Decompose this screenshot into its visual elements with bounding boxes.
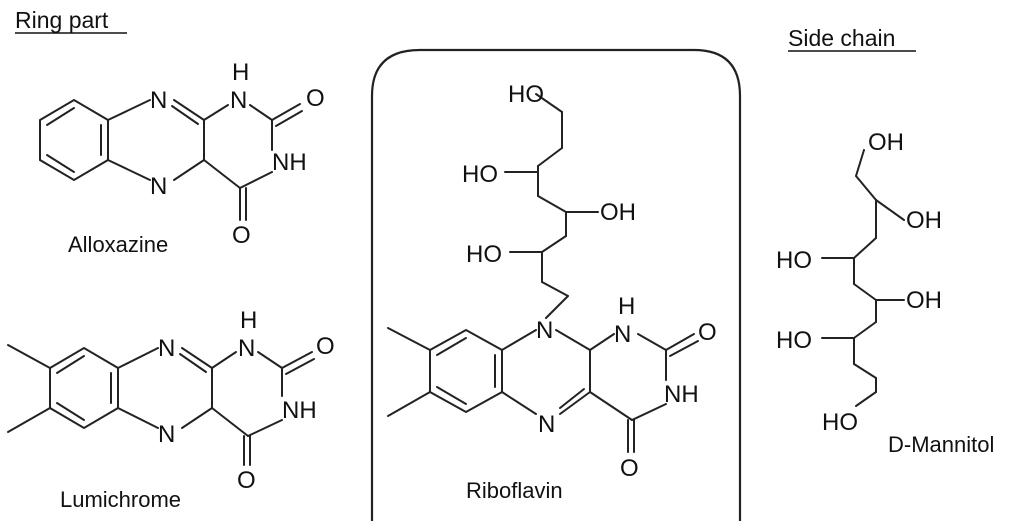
lumichrome-h: H — [240, 307, 257, 334]
riboflavin-ho-top: HO — [508, 81, 544, 108]
riboflavin-ho-2: HO — [462, 161, 498, 188]
riboflavin-n5: N — [538, 411, 555, 438]
alloxazine-o1: O — [306, 85, 325, 112]
lumichrome-o1: O — [316, 333, 335, 360]
side-chain-heading: Side chain — [788, 25, 895, 51]
lumichrome-o2: O — [237, 467, 256, 494]
mannitol-ho-2: HO — [776, 327, 812, 354]
mannitol-structure: OH OH HO OH HO HO — [776, 129, 942, 436]
riboflavin-frame — [370, 48, 742, 521]
riboflavin-o1: O — [698, 319, 717, 346]
lumichrome-structure: N N H N NH O O — [7, 307, 335, 494]
ring-part-heading: Ring part — [15, 7, 109, 33]
alloxazine-n2: N — [150, 173, 167, 200]
mannitol-ho-bottom: HO — [822, 409, 858, 436]
lumichrome-caption: Lumichrome — [60, 487, 181, 512]
mannitol-oh-2: OH — [906, 207, 942, 234]
mannitol-caption: D-Mannitol — [888, 432, 994, 457]
riboflavin-n1: N — [614, 321, 631, 348]
riboflavin-n10: N — [536, 317, 553, 344]
lumichrome-n1: N — [158, 335, 175, 362]
lumichrome-n2: N — [158, 421, 175, 448]
lumichrome-nh: NH — [282, 397, 317, 424]
riboflavin-nh: NH — [664, 381, 699, 408]
alloxazine-nh: NH — [272, 149, 307, 176]
mannitol-ho-1: HO — [776, 247, 812, 274]
riboflavin-o2: O — [620, 455, 639, 482]
alloxazine-o2: O — [232, 222, 251, 249]
alloxazine-n3: N — [230, 87, 247, 114]
alloxazine-caption: Alloxazine — [68, 232, 168, 257]
riboflavin-structure: HO HO OH HO N N H N NH O O — [387, 81, 717, 482]
riboflavin-h: H — [618, 293, 635, 320]
mannitol-oh-top: OH — [868, 129, 904, 156]
riboflavin-ho-3: HO — [466, 241, 502, 268]
alloxazine-structure: N N H N NH O O — [39, 59, 325, 249]
riboflavin-caption: Riboflavin — [466, 478, 563, 503]
lumichrome-n3: N — [238, 335, 255, 362]
riboflavin-oh: OH — [600, 199, 636, 226]
mannitol-oh-3: OH — [906, 287, 942, 314]
alloxazine-n1: N — [150, 87, 167, 114]
alloxazine-h: H — [232, 59, 249, 86]
